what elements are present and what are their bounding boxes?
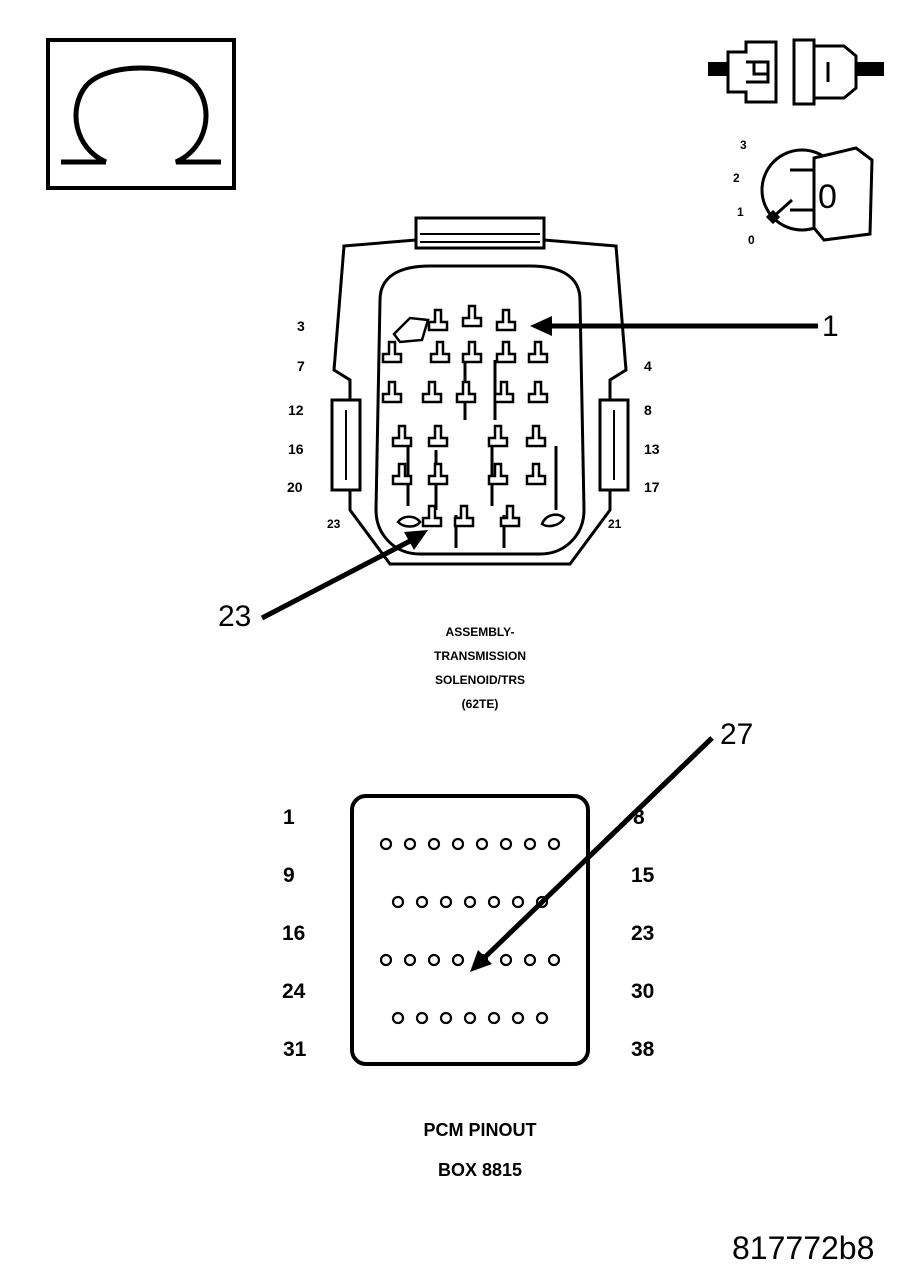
connector-terminal bbox=[495, 340, 517, 364]
pcm-pin-hole bbox=[415, 895, 429, 909]
connector-disconnected-icon bbox=[708, 38, 884, 106]
ignition-position-3: 3 bbox=[740, 138, 747, 152]
pcm-pin-hole bbox=[535, 895, 549, 909]
pcm-row-3-left: 16 bbox=[282, 922, 306, 945]
pcm-pin-hole bbox=[523, 837, 537, 851]
transmission-solenoid-connector bbox=[330, 216, 630, 566]
connector-caption-line-4: (62TE) bbox=[461, 697, 499, 711]
pcm-pin-hole bbox=[451, 837, 465, 851]
pin-label-3: 3 bbox=[297, 318, 305, 334]
connector-terminal bbox=[427, 424, 449, 448]
pcm-row-4-right: 30 bbox=[631, 980, 655, 1003]
pcm-pin-hole bbox=[499, 953, 513, 967]
pcm-row-4-left: 24 bbox=[282, 980, 306, 1003]
ignition-position-0: 0 bbox=[748, 233, 755, 247]
pcm-pin-hole bbox=[463, 895, 477, 909]
connector-caption-line-3: SOLENOID/TRS bbox=[434, 673, 525, 687]
pcm-row-3-right: 23 bbox=[631, 922, 655, 945]
pcm-pin-hole bbox=[439, 895, 453, 909]
pcm-pin-hole bbox=[415, 1011, 429, 1025]
pcm-pinout-connector bbox=[350, 794, 590, 1066]
pin-label-16: 16 bbox=[288, 441, 304, 457]
connector-terminal bbox=[427, 308, 449, 332]
ignition-position-1: 1 bbox=[737, 205, 744, 219]
pcm-pin-hole bbox=[547, 953, 561, 967]
pin-label-7: 7 bbox=[297, 358, 305, 374]
pcm-pin-hole bbox=[499, 837, 513, 851]
pin-label-13: 13 bbox=[644, 441, 660, 457]
pcm-pin-hole bbox=[451, 953, 465, 967]
pin-label-8: 8 bbox=[644, 402, 652, 418]
connector-terminal bbox=[495, 308, 517, 332]
pin-label-17: 17 bbox=[644, 479, 660, 495]
ohm-symbol-icon bbox=[46, 38, 236, 190]
callout-arrowhead-23 bbox=[404, 530, 428, 550]
pcm-row-2-left: 9 bbox=[283, 864, 295, 887]
pcm-row-1-left: 1 bbox=[283, 806, 295, 829]
callout-label-23: 23 bbox=[218, 600, 252, 633]
pcm-pin-hole bbox=[379, 953, 393, 967]
pcm-pin-hole bbox=[523, 953, 537, 967]
pin-label-23: 23 bbox=[327, 517, 341, 531]
pcm-pin-hole bbox=[475, 837, 489, 851]
figure-id: 817772b8 bbox=[732, 1230, 875, 1266]
connector-terminal bbox=[525, 462, 547, 486]
pcm-caption-line-1: PCM PINOUT bbox=[423, 1120, 537, 1140]
connector-terminal bbox=[427, 462, 449, 486]
pcm-pin-hole bbox=[547, 837, 561, 851]
pin-label-4: 4 bbox=[644, 358, 652, 374]
pin-label-12: 12 bbox=[288, 402, 304, 418]
connector-terminal bbox=[527, 380, 549, 404]
pcm-row-5-right: 38 bbox=[631, 1038, 655, 1061]
ignition-key-icon bbox=[760, 146, 874, 242]
callout-label-27: 27 bbox=[720, 718, 754, 751]
pcm-pin-hole bbox=[427, 953, 441, 967]
connector-terminal bbox=[525, 424, 547, 448]
pcm-pin-hole bbox=[487, 1011, 501, 1025]
pcm-pin-hole bbox=[511, 895, 525, 909]
connector-caption-line-2: TRANSMISSION bbox=[433, 649, 526, 663]
connector-terminal bbox=[391, 424, 413, 448]
pcm-pin-hole bbox=[475, 953, 489, 967]
pcm-caption-line-2: BOX 8815 bbox=[437, 1160, 523, 1180]
callout-arrowhead-1 bbox=[530, 316, 552, 336]
pcm-pin-hole bbox=[403, 953, 417, 967]
connector-terminal bbox=[461, 304, 483, 328]
pcm-row-5-left: 31 bbox=[283, 1038, 307, 1061]
connector-terminal bbox=[487, 462, 509, 486]
connector-terminal bbox=[453, 504, 475, 528]
connector-terminal bbox=[381, 340, 403, 364]
pin-label-20: 20 bbox=[287, 479, 303, 495]
pcm-pin-hole bbox=[463, 1011, 477, 1025]
pcm-row-2-right: 15 bbox=[631, 864, 655, 887]
pcm-pin-hole bbox=[379, 837, 393, 851]
pcm-pin-hole bbox=[487, 895, 501, 909]
pcm-pin-hole bbox=[391, 1011, 405, 1025]
connector-terminal bbox=[429, 340, 451, 364]
ignition-key-label: 0 bbox=[818, 178, 837, 216]
callout-label-1: 1 bbox=[822, 310, 839, 343]
connector-terminal bbox=[391, 462, 413, 486]
pin-label-21: 21 bbox=[608, 517, 622, 531]
pcm-pin-hole bbox=[439, 1011, 453, 1025]
connector-caption-line-1: ASSEMBLY- bbox=[445, 625, 515, 639]
pcm-pin-hole bbox=[391, 895, 405, 909]
connector-terminal bbox=[455, 380, 477, 404]
pcm-pin-hole bbox=[403, 837, 417, 851]
ignition-position-2: 2 bbox=[733, 171, 740, 185]
connector-terminal bbox=[421, 504, 443, 528]
connector-terminal bbox=[499, 504, 521, 528]
pcm-pin-hole bbox=[535, 1011, 549, 1025]
pcm-pin-hole bbox=[427, 837, 441, 851]
connector-terminal bbox=[461, 340, 483, 364]
connector-terminal bbox=[421, 380, 443, 404]
connector-terminal bbox=[527, 340, 549, 364]
connector-terminal bbox=[381, 380, 403, 404]
pcm-pin-hole bbox=[511, 1011, 525, 1025]
callout-arrow-23 bbox=[260, 537, 414, 621]
pcm-row-1-right: 8 bbox=[633, 806, 645, 829]
connector-terminal bbox=[493, 380, 515, 404]
connector-terminal bbox=[487, 424, 509, 448]
